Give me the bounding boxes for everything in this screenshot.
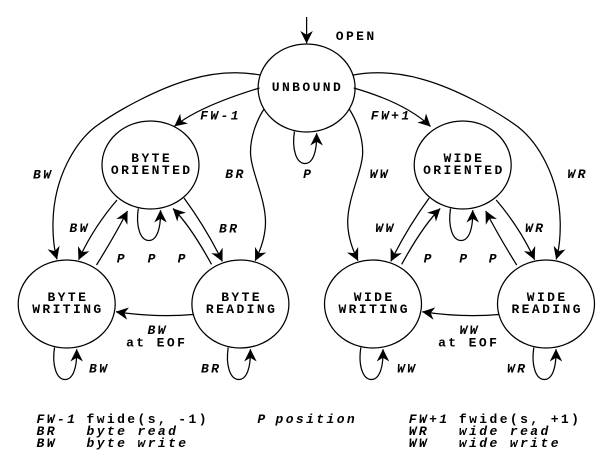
- svg-text:READING: READING: [206, 302, 277, 317]
- svg-text:at EOF: at EOF: [438, 335, 499, 350]
- svg-text:fwide(s, -1): fwide(s, -1): [87, 412, 209, 427]
- svg-text:WIDE: WIDE: [527, 290, 568, 305]
- svg-text:UNBOUND: UNBOUND: [272, 80, 343, 95]
- svg-text:FW-1: FW-1: [200, 108, 241, 123]
- svg-text:READING: READING: [511, 302, 582, 317]
- svg-text:P: P: [148, 251, 158, 266]
- svg-text:WRITING: WRITING: [338, 302, 409, 317]
- svg-text:P: P: [257, 412, 267, 427]
- svg-text:wide read: wide read: [459, 424, 551, 439]
- svg-text:WW: WW: [409, 436, 429, 451]
- svg-text:WIDE: WIDE: [354, 290, 395, 305]
- svg-text:BYTE: BYTE: [221, 290, 262, 305]
- svg-text:BYTE: BYTE: [131, 151, 172, 166]
- svg-text:WR: WR: [525, 221, 545, 236]
- svg-text:FW+1: FW+1: [409, 412, 450, 427]
- svg-text:ORIENTED: ORIENTED: [423, 163, 505, 178]
- svg-text:P: P: [117, 251, 127, 266]
- svg-text:BW: BW: [147, 323, 167, 338]
- svg-text:WR: WR: [507, 361, 527, 376]
- svg-text:P: P: [303, 167, 313, 182]
- svg-text:P: P: [489, 252, 499, 267]
- svg-text:fwide(s, +1): fwide(s, +1): [459, 412, 581, 427]
- svg-text:FW+1: FW+1: [371, 109, 412, 124]
- svg-text:OPEN: OPEN: [336, 29, 377, 44]
- svg-text:WW: WW: [397, 361, 417, 376]
- svg-text:byte read: byte read: [87, 424, 179, 439]
- svg-text:BW: BW: [69, 221, 89, 236]
- svg-text:position: position: [275, 412, 358, 427]
- svg-text:ORIENTED: ORIENTED: [111, 163, 193, 178]
- svg-text:WRITING: WRITING: [32, 302, 103, 317]
- svg-text:at EOF: at EOF: [126, 335, 187, 350]
- svg-text:BW: BW: [89, 361, 109, 376]
- svg-text:WW: WW: [370, 167, 390, 182]
- svg-text:BW: BW: [33, 167, 53, 182]
- svg-text:P: P: [424, 252, 434, 267]
- svg-text:P: P: [459, 252, 469, 267]
- svg-text:WW: WW: [459, 323, 479, 338]
- svg-text:byte write: byte write: [87, 436, 189, 451]
- svg-text:BR: BR: [201, 361, 221, 376]
- svg-text:WR: WR: [567, 167, 587, 182]
- svg-text:FW-1: FW-1: [37, 412, 78, 427]
- svg-text:P: P: [178, 251, 188, 266]
- svg-text:WIDE: WIDE: [443, 151, 484, 166]
- svg-text:WW: WW: [375, 221, 395, 236]
- svg-text:BR: BR: [225, 167, 245, 182]
- svg-text:BR: BR: [37, 424, 57, 439]
- svg-text:wide write: wide write: [459, 436, 561, 451]
- svg-text:WR: WR: [409, 424, 429, 439]
- svg-text:BYTE: BYTE: [47, 290, 88, 305]
- svg-text:BR: BR: [219, 221, 239, 236]
- svg-text:BW: BW: [37, 436, 57, 451]
